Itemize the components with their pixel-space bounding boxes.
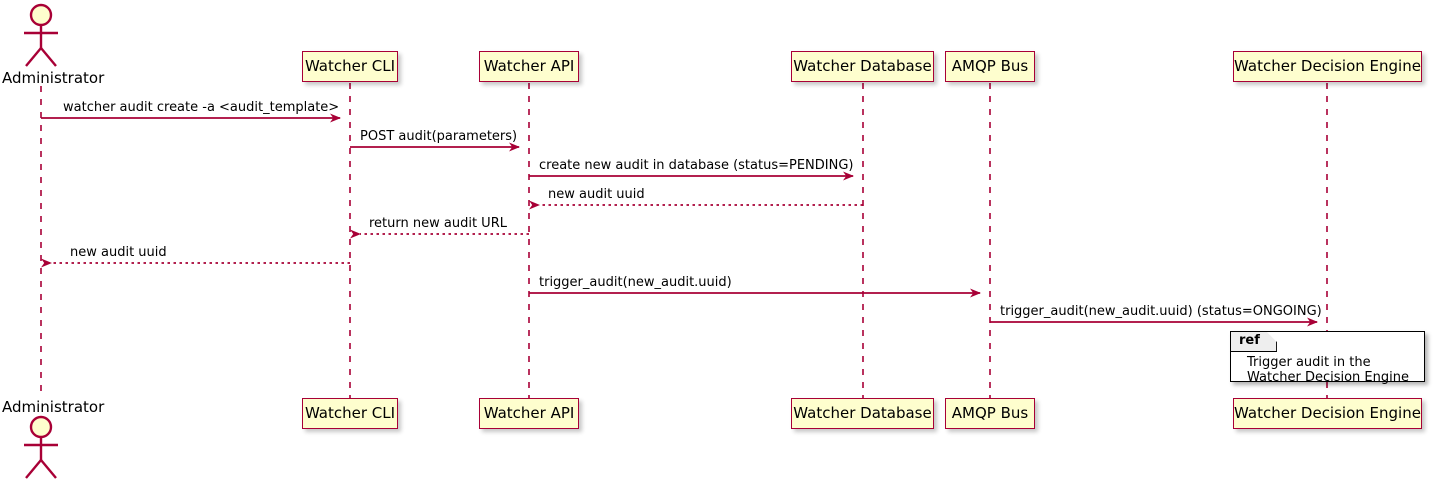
reference-frame-line-2: Watcher Decision Engine <box>1247 370 1409 385</box>
participant-box-watcher-database-bottom[interactable]: Watcher Database <box>791 398 934 429</box>
message-label-6: new audit uuid <box>70 245 167 260</box>
participant-label-watcher-cli-bottom: Watcher CLI <box>304 404 396 422</box>
participant-box-amqp-bus-bottom[interactable]: AMQP Bus <box>945 398 1035 429</box>
participant-label-watcher-api-top: Watcher API <box>483 57 575 75</box>
reference-frame: ref Trigger audit in the Watcher Decisio… <box>1230 331 1425 385</box>
participant-box-watcher-api-bottom[interactable]: Watcher API <box>479 398 579 429</box>
participant-label-watcher-decision-engine-top: Watcher Decision Engine <box>1234 57 1421 75</box>
participant-label-watcher-cli-top: Watcher CLI <box>304 57 396 75</box>
participant-box-watcher-api-top[interactable]: Watcher API <box>479 51 579 82</box>
participant-box-watcher-decision-engine-top[interactable]: Watcher Decision Engine <box>1233 51 1422 82</box>
actor-label-administrator-bottom: Administrator <box>2 398 105 416</box>
message-label-7: trigger_audit(new_audit.uuid) <box>539 275 732 290</box>
participant-label-watcher-database-top: Watcher Database <box>793 57 932 75</box>
lifelines <box>40 83 1328 398</box>
message-label-3: create new audit in database (status=PEN… <box>539 158 854 173</box>
message-label-2: POST audit(parameters) <box>360 129 518 144</box>
participant-box-watcher-cli-top[interactable]: Watcher CLI <box>302 51 398 82</box>
message-label-4: new audit uuid <box>548 187 645 202</box>
actor-administrator-top-icon <box>24 3 58 67</box>
actor-administrator-bottom-icon <box>24 415 58 479</box>
message-label-8: trigger_audit(new_audit.uuid) (status=ON… <box>1000 304 1322 319</box>
participant-label-watcher-database-bottom: Watcher Database <box>793 404 932 422</box>
reference-frame-line-1: Trigger audit in the <box>1247 355 1371 370</box>
participant-box-watcher-decision-engine-bottom[interactable]: Watcher Decision Engine <box>1233 398 1422 429</box>
participant-label-amqp-bus-top: AMQP Bus <box>951 57 1029 75</box>
participant-box-amqp-bus-top[interactable]: AMQP Bus <box>945 51 1035 82</box>
reference-frame-tab: ref <box>1231 332 1277 352</box>
message-label-5: return new audit URL <box>369 216 507 231</box>
actor-label-administrator-top: Administrator <box>2 69 105 87</box>
participant-box-watcher-cli-bottom[interactable]: Watcher CLI <box>302 398 398 429</box>
message-label-1: watcher audit create -a <audit_template> <box>63 100 340 115</box>
participant-label-amqp-bus-bottom: AMQP Bus <box>951 404 1029 422</box>
participant-label-watcher-decision-engine-bottom: Watcher Decision Engine <box>1234 404 1421 422</box>
participant-box-watcher-database-top[interactable]: Watcher Database <box>791 51 934 82</box>
participant-label-watcher-api-bottom: Watcher API <box>483 404 575 422</box>
message-arrows <box>41 113 1318 327</box>
